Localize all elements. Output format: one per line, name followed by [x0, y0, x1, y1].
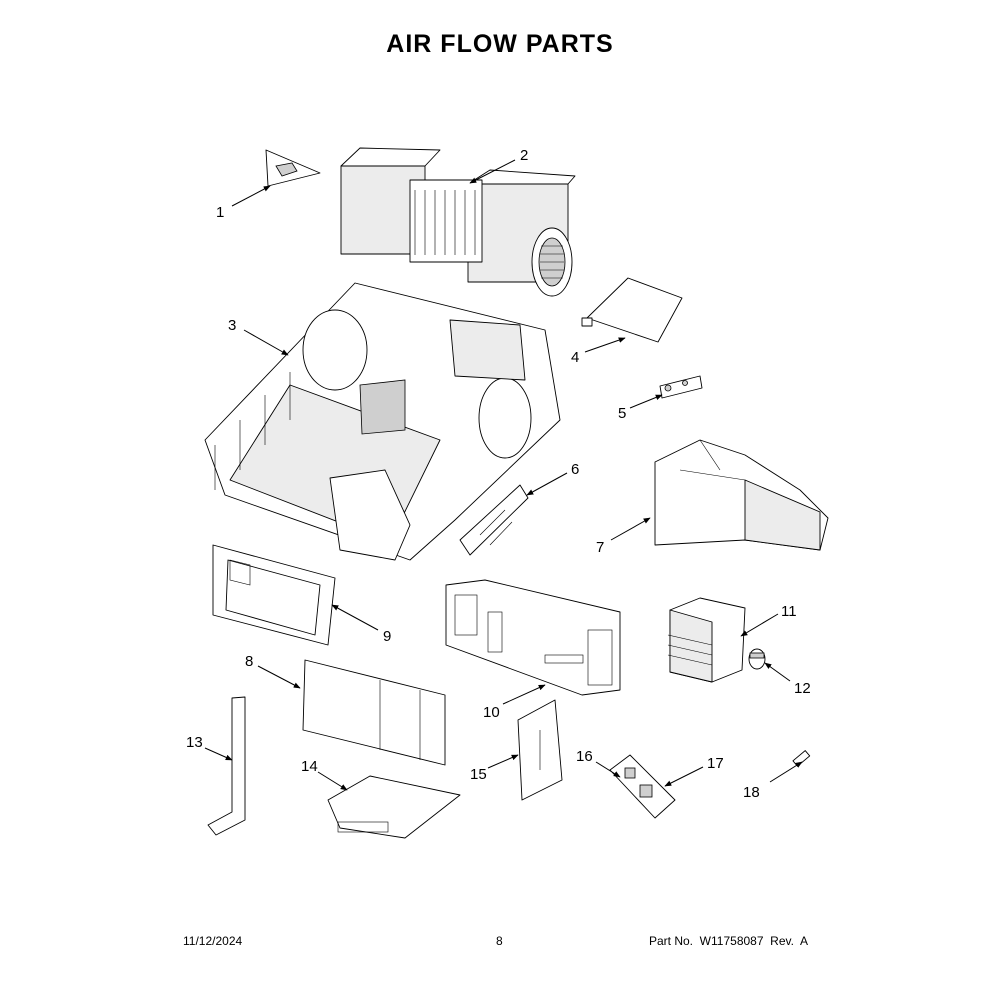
- footer-part-number: Part No. W11758087 Rev. A: [649, 934, 808, 948]
- part-14-tray[interactable]: [327, 775, 461, 839]
- callout-7: 7: [596, 539, 604, 556]
- callout-10: 10: [483, 704, 500, 721]
- callout-13: 13: [186, 734, 203, 751]
- part-8-panel[interactable]: [302, 659, 446, 766]
- part-15-bracket[interactable]: [517, 699, 563, 801]
- callout-3: 3: [228, 317, 236, 334]
- footer-page-number: 8: [496, 934, 503, 948]
- page-title: AIR FLOW PARTS: [386, 30, 614, 58]
- part-7-air-duct[interactable]: [654, 439, 829, 551]
- callout-1: 1: [216, 204, 224, 221]
- callout-11: 11: [781, 603, 797, 620]
- callout-5: 5: [618, 405, 626, 422]
- part-6-bracket[interactable]: [459, 484, 529, 556]
- part-18-fuse[interactable]: [792, 750, 811, 767]
- callout-6: 6: [571, 461, 579, 478]
- callout-15: 15: [470, 766, 487, 783]
- callout-9: 9: [383, 628, 391, 645]
- footer-date: 11/12/2024: [183, 934, 243, 948]
- part-17-control-board[interactable]: [609, 754, 676, 819]
- callout-8: 8: [245, 653, 253, 670]
- part-5-board[interactable]: [659, 375, 703, 399]
- part-11-transformer[interactable]: [667, 597, 746, 683]
- part-3-base-tray[interactable]: [204, 282, 561, 561]
- callout-14: 14: [301, 758, 318, 775]
- part-2-blower-motor[interactable]: [340, 147, 576, 297]
- callout-17: 17: [707, 755, 724, 772]
- callout-12: 12: [794, 680, 811, 697]
- callout-labels: 1 2 3 4 5 6 7 8 9 10 11 12 13 14 15 16 1…: [186, 147, 811, 801]
- callout-18: 18: [743, 784, 760, 801]
- part-13-vertical-bracket[interactable]: [207, 696, 246, 836]
- part-1-label[interactable]: [265, 149, 321, 187]
- part-10-rear-panel[interactable]: [445, 579, 621, 696]
- part-4-cover-plate[interactable]: [581, 277, 683, 343]
- callout-2: 2: [520, 147, 528, 164]
- callout-16: 16: [576, 748, 593, 765]
- part-9-grille-frame[interactable]: [212, 544, 336, 646]
- leader-lines: [204, 159, 803, 791]
- part-12-thermostat[interactable]: [748, 648, 766, 670]
- callout-4: 4: [571, 349, 579, 366]
